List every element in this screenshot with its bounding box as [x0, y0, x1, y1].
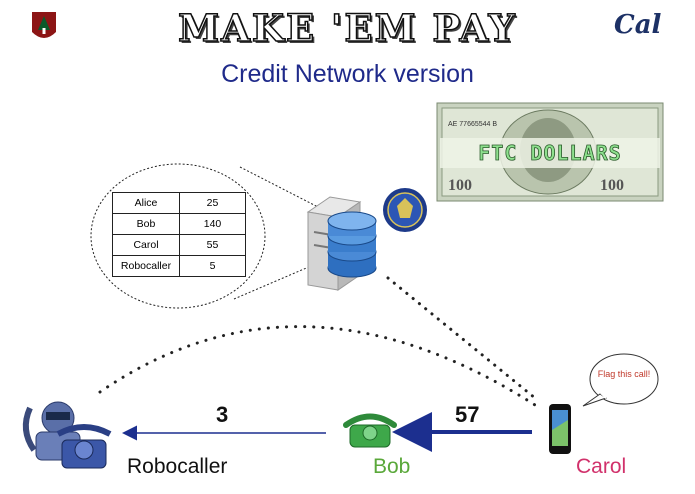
dotted-arc-robocaller-carol — [98, 325, 537, 407]
svg-text:100: 100 — [448, 177, 472, 194]
carol-label: Carol — [576, 455, 627, 478]
ledger-table: Alice 25 Bob 140 Carol 55 Robocaller 5 — [112, 192, 246, 277]
edge-value-bob-robocaller: 3 — [216, 402, 229, 427]
ledger-balance: 25 — [179, 192, 246, 214]
svg-text:100: 100 — [600, 177, 624, 194]
zoom-line-bottom — [233, 262, 319, 300]
cal-logo: Cal — [614, 10, 662, 40]
carol-smartphone-icon — [549, 404, 571, 454]
table-row: Robocaller 5 — [112, 255, 246, 277]
ledger-name: Carol — [112, 234, 180, 256]
zoom-line-top — [239, 166, 319, 208]
stanford-logo — [30, 10, 58, 44]
svg-text:AE 77665544 B: AE 77665544 B — [448, 121, 497, 128]
speech-bubble-text: Flag this call! — [597, 369, 651, 379]
banknote-label: FTC DOLLARS — [478, 141, 622, 166]
robocaller-robot-icon — [22, 401, 112, 469]
table-row: Alice 25 — [112, 192, 246, 214]
bob-phone-icon — [343, 413, 397, 448]
ledger-balance: 55 — [179, 234, 246, 256]
dotted-link-server-carol — [386, 276, 537, 400]
edge-value-carol-bob: 57 — [455, 402, 480, 427]
page-title: MAKE 'EM PAY — [177, 5, 517, 51]
database-icon — [327, 211, 377, 278]
table-row: Bob 140 — [112, 213, 246, 235]
bob-label: Bob — [373, 455, 411, 478]
page-subtitle: Credit Network version — [221, 60, 474, 88]
ledger-name: Bob — [112, 213, 180, 235]
banknote-image: AE 77665544 B 100 100 — [436, 102, 664, 202]
robocaller-label: Robocaller — [127, 455, 228, 478]
ledger-balance: 5 — [179, 255, 246, 277]
speech-bubble — [582, 353, 659, 407]
ledger-name: Alice — [112, 192, 180, 214]
ledger-zoom-ellipse — [90, 163, 266, 309]
ftc-seal-icon — [383, 188, 427, 232]
ledger-name: Robocaller — [112, 255, 180, 277]
ledger-balance: 140 — [179, 213, 246, 235]
table-row: Carol 55 — [112, 234, 246, 256]
